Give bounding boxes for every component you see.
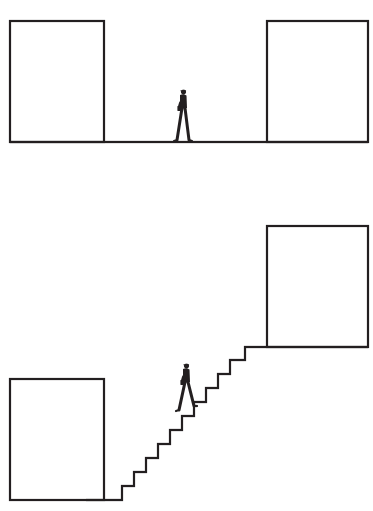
right-building [267,21,368,142]
staircase [86,347,368,500]
upper-building [267,226,368,347]
left-building [10,21,104,142]
staircase-panel [10,226,368,500]
lower-building [10,379,104,500]
person-walking-icon [176,364,197,411]
person-walking-icon [174,90,192,141]
level-ground-panel [10,21,368,142]
